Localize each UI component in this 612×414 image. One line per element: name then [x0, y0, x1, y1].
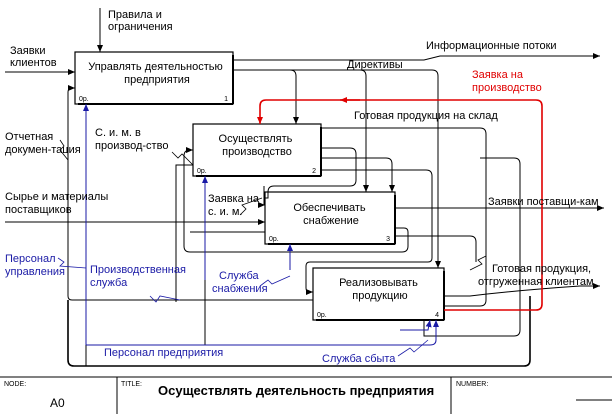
label-supplier-requests: Заявки поставщи-кам: [488, 196, 599, 208]
arrow-shipped-products: [444, 283, 600, 297]
label-rules: Правила и ограничения: [108, 9, 173, 33]
label-request-smp: Заявка на с. и. м.: [208, 193, 262, 218]
arrow-sales-service: [400, 319, 432, 331]
box-sell-cost: 0р.: [317, 312, 327, 319]
arrow-enterprise-staff: [86, 320, 439, 346]
box-produce[interactable]: Осуществлять производство 0р. 2: [192, 123, 322, 177]
label-production-request: Заявка на производство: [472, 69, 542, 94]
label-shipped-products: Готовая продукция, отгруженная клиентам: [478, 263, 594, 288]
arrow-produce-to-sell: [305, 169, 433, 295]
arrow-finished-to-warehouse: [321, 127, 487, 307]
arrow-reporting-from-sell: [67, 85, 313, 301]
label-mgmt-staff: Персонал управления: [5, 253, 65, 278]
arrow-directives-sell: [360, 69, 441, 268]
title-block: [0, 376, 612, 414]
label-directives: Директивы: [347, 59, 403, 71]
label-client-requests: Заявки клиентов: [10, 45, 57, 69]
box-manage-cost: 0р.: [79, 96, 89, 103]
arrow-production-request: [257, 99, 543, 311]
footer-number-label: NUMBER:: [456, 381, 488, 388]
box-produce-number: 2: [312, 168, 316, 175]
label-supply-service: Служба снабжения: [212, 270, 268, 295]
footer-node-label: NODE:: [4, 381, 26, 388]
arrow-right-loop-1: [423, 157, 521, 337]
box-manage[interactable]: Управлять деятельностью предприятия 0р. …: [74, 51, 234, 105]
box-sell-number: 4: [435, 312, 439, 319]
label-finished-to-warehouse: Готовая продукция на склад: [354, 110, 498, 122]
label-sales-service: Служба сбыта: [322, 353, 396, 365]
footer-title-value: Осуществлять деятельность предприятия: [158, 383, 434, 398]
arrow-bottom-loop: [67, 296, 531, 367]
box-sell-title: Реализовывать продукцию: [339, 277, 421, 302]
box-manage-title: Управлять деятельностью предприятия: [88, 61, 226, 86]
label-production-service: Производственная служба: [90, 264, 189, 289]
arrow-right-loop-2: [395, 235, 477, 262]
box-supply-cost: 0р.: [269, 236, 279, 243]
arrow-smp-to-production: [183, 147, 409, 253]
label-raw-materials: Сырье и материалы поставщиков: [5, 191, 111, 216]
box-supply[interactable]: Обеспечивать снабжение 0р. 3: [264, 191, 396, 245]
arrow-reporting-from-produce: [175, 164, 193, 302]
box-supply-number: 3: [386, 236, 390, 243]
arrow-info-flows: [233, 53, 600, 61]
box-produce-cost: 0р.: [197, 168, 207, 175]
arrow-request-smp: [265, 147, 357, 199]
box-sell[interactable]: Реализовывать продукцию 0р. 4: [312, 267, 445, 321]
label-smp-to-production: С. и. м. в производ-ство: [95, 127, 168, 152]
label-info-flows: Информационные потоки: [426, 40, 557, 52]
label-reporting: Отчетная докумен-тация: [5, 131, 81, 156]
label-enterprise-staff: Персонал предприятия: [104, 347, 223, 359]
footer-title-label: TITLE:: [121, 381, 142, 388]
box-supply-title: Обеспечивать снабжение: [293, 202, 368, 227]
box-manage-number: 1: [224, 96, 228, 103]
footer-node-value: A0: [50, 396, 65, 410]
box-produce-title: Осуществлять производство: [219, 133, 296, 158]
arrow-directives-produce: [233, 69, 299, 124]
